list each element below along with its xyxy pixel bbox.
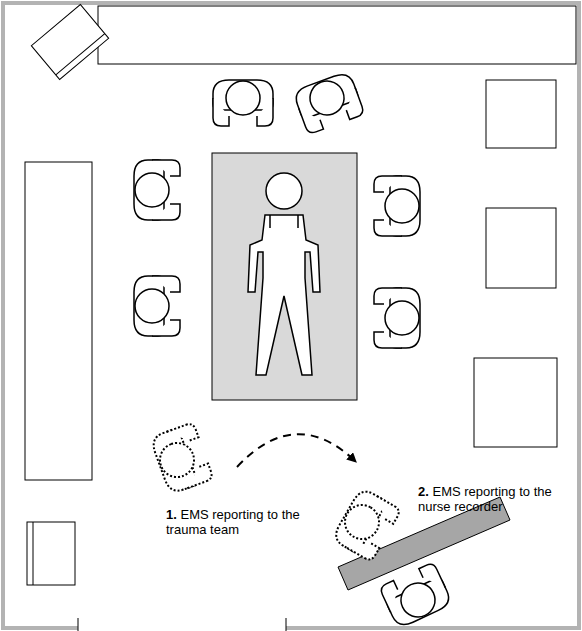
door-jamb <box>286 618 287 631</box>
callout-number: 1. <box>166 507 177 522</box>
cabinet <box>486 80 556 148</box>
ems-staff <box>331 487 401 562</box>
cabinet <box>486 208 556 288</box>
team-member <box>293 71 365 135</box>
team-member <box>374 176 420 236</box>
cabinet <box>474 358 557 447</box>
trauma-bed <box>212 153 357 400</box>
team-member <box>213 80 273 126</box>
callout-text: EMS reporting to the trauma team <box>166 507 300 537</box>
team-member <box>134 160 180 220</box>
callout-group: 2. EMS reporting to the nurse recorder <box>418 484 568 514</box>
movement-arrow <box>237 434 354 467</box>
room-wall <box>3 3 579 628</box>
cabinet <box>31 5 108 80</box>
team-member <box>379 562 453 629</box>
callout-group: 1. EMS reporting to the trauma team <box>166 507 301 537</box>
door-jamb <box>78 618 79 631</box>
callout-text: EMS reporting to the nurse recorder <box>418 484 552 514</box>
counter <box>98 6 576 64</box>
callout-number: 2. <box>418 484 429 499</box>
counter <box>25 162 92 480</box>
team-member <box>374 288 420 348</box>
cabinet <box>27 522 75 585</box>
team-member <box>134 276 180 336</box>
patient-figure <box>248 173 320 375</box>
ems-staff <box>150 422 214 494</box>
cabinet-edge <box>33 522 34 585</box>
